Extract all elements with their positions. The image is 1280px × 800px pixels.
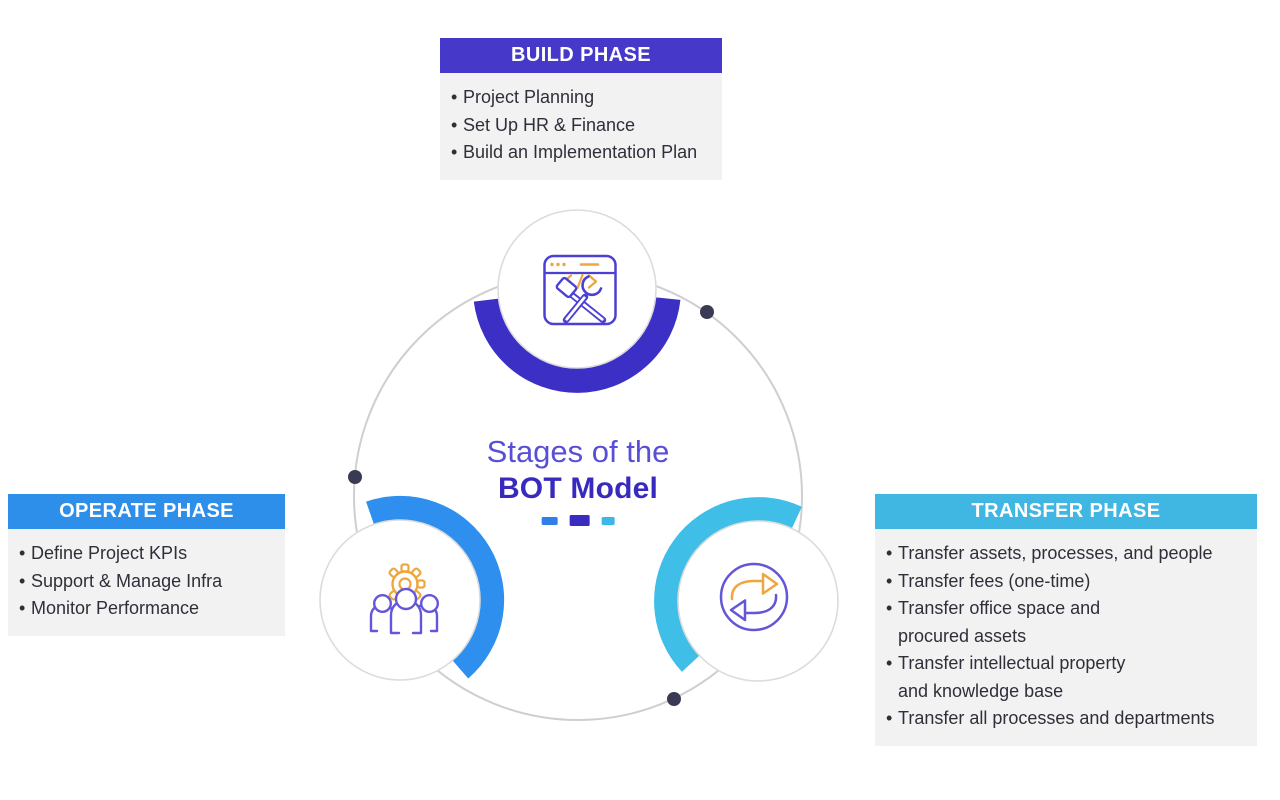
dash-cyan [601,516,615,525]
operate-phase-header: OPERATE PHASE [8,494,285,529]
operate-arc [366,495,505,679]
transfer-icon [719,562,789,632]
diagram-title-line1: Stages of the [486,434,670,469]
build-phase-list: Project Planning Set Up HR & Finance Bui… [440,73,722,180]
list-item: Monitor Performance [18,595,283,623]
diagram-title-line2: BOT Model [497,472,659,505]
dot-left [348,470,362,484]
list-item: Project Planning [450,84,720,112]
build-arc [473,296,681,393]
dash-indigo [569,515,590,526]
list-item: Define Project KPIs [18,540,283,568]
build-phase-card: BUILD PHASE Project Planning Set Up HR &… [440,38,722,180]
diagram-title: Stages of the BOT Model [486,434,670,526]
list-item: Transfer all processes and departments [885,705,1255,733]
dash-blue [541,516,558,525]
connector-dots [348,305,714,706]
list-item: Support & Manage Infra [18,568,283,596]
list-item: Transfer assets, processes, and people [885,540,1255,568]
title-dashes [487,515,670,526]
operate-icon [369,563,440,635]
transfer-phase-list: Transfer assets, processes, and people T… [875,529,1257,746]
build-icon [543,254,617,326]
list-item: Set Up HR & Finance [450,112,720,140]
operate-phase-list: Define Project KPIs Support & Manage Inf… [8,529,285,636]
dot-bottom [667,692,681,706]
build-phase-header: BUILD PHASE [440,38,722,73]
transfer-arc [654,497,802,672]
list-item: Build an Implementation Plan [450,139,720,167]
transfer-phase-card: TRANSFER PHASE Transfer assets, processe… [875,494,1257,746]
operate-phase-card: OPERATE PHASE Define Project KPIs Suppor… [8,494,285,636]
list-item: Transfer fees (one-time) [885,568,1255,596]
dot-top-right [700,305,714,319]
transfer-phase-header: TRANSFER PHASE [875,494,1257,529]
